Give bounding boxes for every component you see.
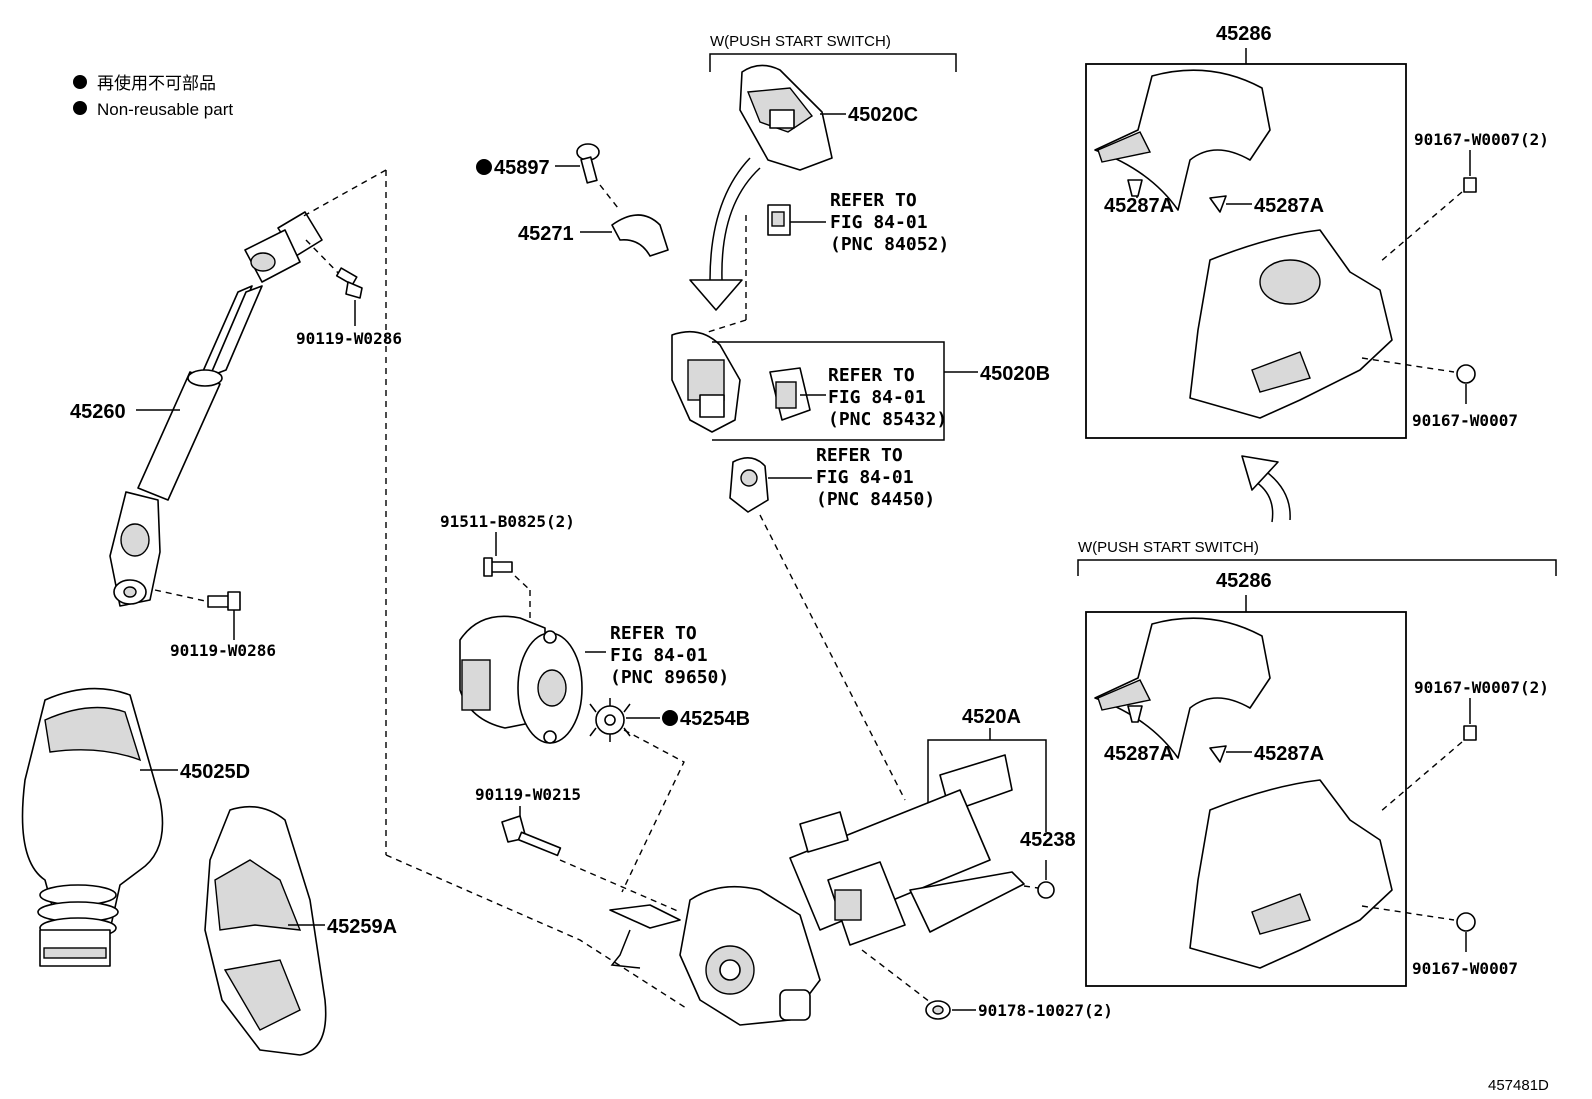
arrow-up-icon [1241, 455, 1291, 523]
part-label-45259a: 45259A [327, 916, 397, 938]
steering-intermediate-shaft-drawing [109, 169, 387, 855]
part-label-45287a-2: 45287A [1254, 195, 1324, 217]
clip-icon [1127, 705, 1143, 723]
non-reusable-bullet-icon [73, 75, 87, 89]
figure-id: 457481D [1488, 1077, 1549, 1094]
svg-text:FIG 84-01: FIG 84-01 [816, 467, 914, 488]
part-label-45287a-4: 45287A [1254, 743, 1324, 765]
part-label-90167-w0007-top: 90167-W0007 [1412, 411, 1518, 430]
arrow-down-icon [689, 157, 761, 311]
svg-text:(PNC 89650): (PNC 89650) [610, 667, 729, 688]
part-label-45254b: 45254B [680, 708, 750, 730]
part-label-90167-w0007-2-top: 90167-W0007(2) [1414, 130, 1549, 149]
screw-icon [1463, 725, 1477, 741]
non-reusable-bullet-icon [662, 710, 678, 726]
bolt-icon [483, 557, 513, 577]
eps-motor-drawing [459, 615, 583, 744]
lever-lock-bolt-drawing [611, 214, 669, 257]
upper-column-cover-drawing [1094, 69, 1271, 211]
refer-note-85432: REFER TO FIG 84-01 (PNC 85432) [828, 365, 947, 430]
bolt-icon [207, 591, 241, 611]
svg-text:REFER TO: REFER TO [816, 445, 903, 466]
part-label-45287a-3: 45287A [1104, 743, 1174, 765]
variant-header-right: W(PUSH START SWITCH) [1078, 539, 1259, 556]
part-label-45238: 45238 [1020, 829, 1076, 851]
svg-text:REFER TO: REFER TO [610, 623, 697, 644]
tilt-lever-bolt-drawing [576, 143, 600, 184]
svg-text:(PNC 84052): (PNC 84052) [830, 234, 949, 255]
screw-icon [1456, 912, 1476, 932]
screw-icon [1456, 364, 1476, 384]
long-bolt-icon [501, 815, 562, 857]
non-reusable-bullet-icon [73, 101, 87, 115]
part-label-45286-top: 45286 [1216, 23, 1272, 45]
part-label-90178-10027: 90178-10027(2) [978, 1001, 1113, 1020]
switch-connector-drawing [767, 204, 791, 236]
part-label-45287a-1: 45287A [1104, 195, 1174, 217]
screw-icon [1463, 177, 1477, 193]
legend: 再使用不可部品 Non-reusable part [73, 73, 233, 119]
steering-lock-housing-drawing [739, 64, 833, 171]
part-label-45897: 45897 [494, 157, 550, 179]
svg-text:(PNC 84450): (PNC 84450) [816, 489, 935, 510]
gear-icon [589, 698, 631, 742]
part-label-90119-w0215: 90119-W0215 [475, 785, 581, 804]
nut-icon [1037, 881, 1055, 899]
svg-text:FIG 84-01: FIG 84-01 [610, 645, 708, 666]
part-label-45020c: 45020C [848, 104, 918, 126]
legend-japanese: 再使用不可部品 [97, 73, 216, 93]
nut-icon [925, 1000, 951, 1020]
svg-text:(PNC 85432): (PNC 85432) [828, 409, 947, 430]
refer-note-89650: REFER TO FIG 84-01 (PNC 89650) [610, 623, 729, 688]
part-label-45271: 45271 [518, 223, 574, 245]
refer-note-84052: REFER TO FIG 84-01 (PNC 84052) [830, 190, 949, 255]
part-label-90119-w0286-top: 90119-W0286 [296, 329, 402, 348]
part-label-4520a: 4520A [962, 706, 1021, 728]
svg-text:REFER TO: REFER TO [828, 365, 915, 386]
upper-column-cover-drawing [1094, 617, 1271, 759]
part-label-90119-w0286-bottom: 90119-W0286 [170, 641, 276, 660]
part-label-45286-bottom: 45286 [1216, 570, 1272, 592]
part-label-45025d: 45025D [180, 761, 250, 783]
lower-column-cover-drawing [1189, 229, 1393, 419]
part-label-45020b: 45020B [980, 363, 1050, 385]
clip-icon [1209, 195, 1227, 213]
clip-icon [1127, 179, 1143, 197]
svg-text:FIG 84-01: FIG 84-01 [830, 212, 928, 233]
bolt-icon [335, 267, 363, 299]
refer-note-84450: REFER TO FIG 84-01 (PNC 84450) [816, 445, 935, 510]
part-label-91511-b0825: 91511-B0825(2) [440, 512, 575, 531]
lower-column-cover-drawing [1189, 779, 1393, 969]
part-label-90167-w0007-2-bottom: 90167-W0007(2) [1414, 678, 1549, 697]
svg-text:FIG 84-01: FIG 84-01 [828, 387, 926, 408]
legend-english: Non-reusable part [97, 100, 233, 119]
part-label-90167-w0007-bottom: 90167-W0007 [1412, 959, 1518, 978]
non-reusable-bullet-icon [476, 159, 492, 175]
steering-lock-assembly-drawing [671, 330, 811, 433]
column-cover-box-top [1085, 63, 1407, 439]
variant-header-top: W(PUSH START SWITCH) [710, 33, 891, 50]
part-label-45260: 45260 [70, 401, 126, 423]
steering-column-assembly-drawing [609, 754, 1025, 1026]
clip-icon [1209, 745, 1227, 763]
column-hole-cover-drawing [204, 805, 327, 1056]
svg-text:REFER TO: REFER TO [830, 190, 917, 211]
steering-column-boot-drawing [21, 687, 178, 967]
column-cover-box-bottom [1085, 611, 1407, 987]
transponder-coil-drawing [729, 457, 769, 513]
